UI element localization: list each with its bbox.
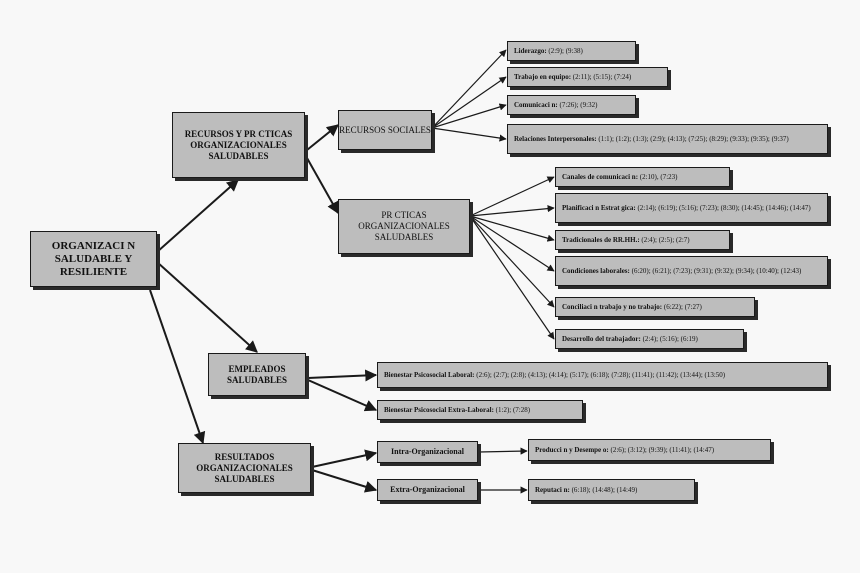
leaf-condiciones-label: Condiciones laborales:	[562, 267, 630, 275]
leaf-tradicionales-label: Tradicionales de RR.HH.:	[562, 236, 640, 244]
practicas-label: PR CTICAS ORGANIZACIONALES SALUDABLES	[358, 210, 450, 242]
recursos-sociales-label: RECURSOS SOCIALES	[339, 124, 431, 135]
leaf-planificacion-refs: (2:14); (6:19); (5:16); (7:23); (8:30); …	[635, 204, 811, 212]
extra-label: Extra-Organizacional	[390, 485, 465, 494]
leaf-bienestar-extra-refs: (1:2); (7:28)	[493, 406, 531, 414]
edge-root-empleados	[156, 261, 258, 353]
leaf-trabajo-equipo: Trabajo en equipo: (2:11); (5:15); (7:24…	[507, 67, 668, 87]
leaf-liderazgo-label: Liderazgo:	[514, 47, 547, 55]
leaf-condiciones: Condiciones laborales: (6:20); (6:21); (…	[555, 256, 828, 286]
leaf-produccion-refs: (2:6); (3:12); (9:39); (11:41); (14:47)	[608, 446, 715, 454]
leaf-canales: Canales de comunicaci n: (2:10), (7:23)	[555, 167, 730, 187]
leaf-relaciones-label: Relaciones Interpersonales:	[514, 135, 597, 143]
edge-recursos-practicas	[306, 157, 339, 215]
edge-empleados-laboral	[307, 369, 378, 382]
leaf-condiciones-refs: (6:20); (6:21); (7:23); (9:31); (9:32); …	[629, 267, 802, 275]
leaf-reputacion-refs: (6:18); (14:48); (14:49)	[569, 486, 638, 494]
edge-root-resultados	[149, 289, 206, 445]
edge-resultados-intra	[311, 449, 378, 468]
node-extra: Extra-Organizacional	[377, 479, 478, 501]
leaf-trabajo-equipo-refs: (2:11); (5:15); (7:24)	[571, 73, 632, 81]
leaf-bienestar-laboral-label: Bienestar Psicosocial Laboral:	[384, 371, 475, 379]
leaf-reputacion-label: Reputaci n:	[535, 486, 570, 494]
leaf-produccion-label: Producci n y Desempe o:	[535, 446, 609, 454]
leaf-desarrollo-refs: (2:4); (5:16); (6:19)	[640, 335, 698, 343]
resultados-label: RESULTADOS ORGANIZACIONALES SALUDABLES	[196, 451, 293, 484]
node-intra: Intra-Organizacional	[377, 441, 478, 463]
leaf-produccion: Producci n y Desempe o: (2:6); (3:12); (…	[528, 439, 771, 461]
leaf-planificacion-label: Planificaci n Estrat gica:	[562, 204, 636, 212]
leaf-tradicionales: Tradicionales de RR.HH.: (2:4); (2:5); (…	[555, 230, 730, 250]
leaf-reputacion: Reputaci n: (6:18); (14:48); (14:49)	[528, 479, 695, 501]
leaf-desarrollo-label: Desarrollo del trabajador:	[562, 335, 641, 343]
node-recursos-practicas: RECURSOS Y PR CTICAS ORGANIZACIONALES SA…	[172, 112, 305, 178]
leaf-conciliacion-refs: (6:22); (7:27)	[662, 303, 702, 311]
leaf-tradicionales-refs: (2:4); (2:5); (2:7)	[639, 236, 690, 244]
leaf-relaciones-refs: (1:1); (1:2); (1:3); (2:9); (4:13); (7:2…	[596, 135, 789, 143]
leaf-trabajo-equipo-label: Trabajo en equipo:	[514, 73, 572, 81]
leaf-relaciones: Relaciones Interpersonales: (1:1); (1:2)…	[507, 124, 828, 154]
edge-recursos-sociales	[306, 124, 339, 151]
leaf-conciliacion-label: Conciliaci n trabajo y no trabajo:	[562, 303, 663, 311]
edge-empleados-extra	[307, 379, 378, 412]
recursos-practicas-label: RECURSOS Y PR CTICAS ORGANIZACIONALES SA…	[184, 128, 293, 161]
root-label: ORGANIZACI N SALUDABLE Y RESILIENTE	[51, 239, 136, 278]
leaf-desarrollo: Desarrollo del trabajador: (2:4); (5:16)…	[555, 329, 744, 349]
node-recursos-sociales: RECURSOS SOCIALES	[338, 110, 432, 150]
leaf-comunicacion-label: Comunicaci n:	[514, 101, 558, 109]
empleados-label: EMPLEADOS SALUDABLES	[226, 363, 288, 385]
edge-root-recursos	[156, 179, 239, 253]
leaf-comunicacion: Comunicaci n: (7:26); (9:32)	[507, 95, 636, 115]
node-empleados: EMPLEADOS SALUDABLES	[208, 353, 306, 396]
edge-resultados-extra	[311, 469, 378, 493]
node-resultados: RESULTADOS ORGANIZACIONALES SALUDABLES	[178, 443, 311, 493]
leaf-conciliacion: Conciliaci n trabajo y no trabajo: (6:22…	[555, 297, 755, 317]
leaf-bienestar-laboral: Bienestar Psicosocial Laboral: (2:6); (2…	[377, 362, 828, 388]
leaf-bienestar-extra: Bienestar Psicosocial Extra-Laboral: (1:…	[377, 400, 583, 420]
leaf-canales-refs: (2:10), (7:23)	[638, 173, 678, 181]
node-practicas: PR CTICAS ORGANIZACIONALES SALUDABLES	[338, 199, 470, 254]
intra-label: Intra-Organizacional	[391, 447, 464, 456]
leaf-bienestar-extra-label: Bienestar Psicosocial Extra-Laboral:	[384, 406, 494, 414]
root-node: ORGANIZACI N SALUDABLE Y RESILIENTE	[30, 231, 157, 287]
leaf-comunicacion-refs: (7:26); (9:32)	[557, 101, 598, 109]
leaf-liderazgo-refs: (2:9); (9:38)	[546, 47, 583, 55]
leaf-bienestar-laboral-refs: (2:6); (2:7); (2:8); (4:13); (4:14); (5:…	[474, 371, 726, 379]
leaf-canales-label: Canales de comunicaci n:	[562, 173, 639, 181]
leaf-liderazgo: Liderazgo: (2:9); (9:38)	[507, 41, 636, 61]
leaf-planificacion: Planificaci n Estrat gica: (2:14); (6:19…	[555, 193, 828, 223]
